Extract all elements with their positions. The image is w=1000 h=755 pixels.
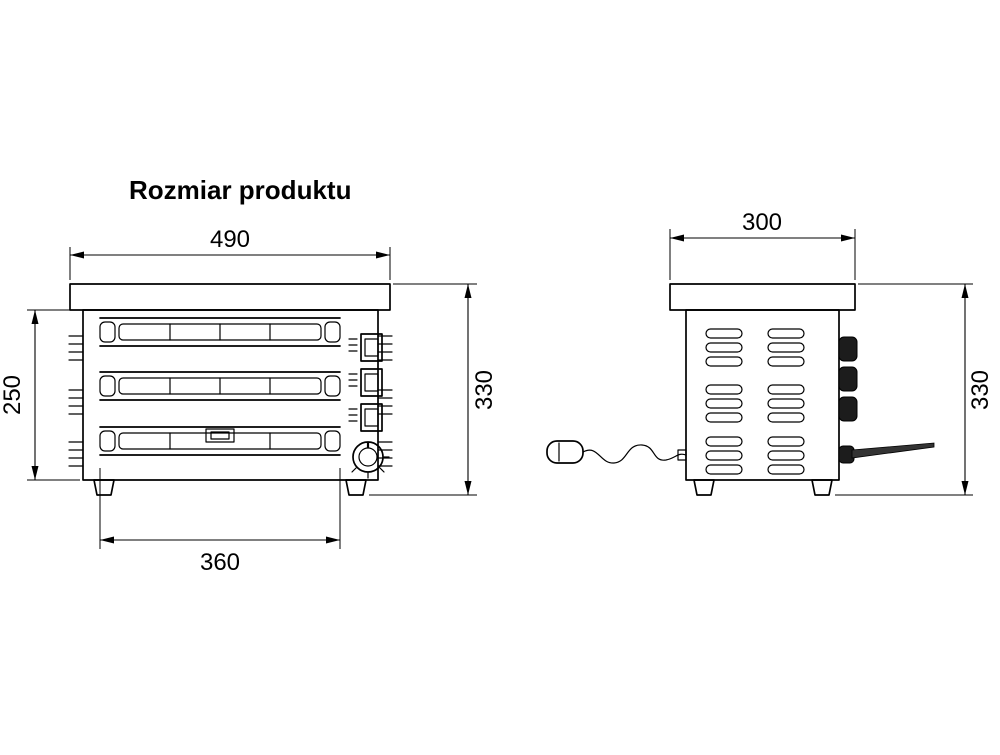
dimension-slot-width-360: 360 [99,468,341,576]
rocker-switch-2 [348,368,383,397]
side-view [546,283,935,496]
front-view [68,283,393,496]
side-top-panel [669,283,856,311]
dimension-depth-300: 300 [669,209,856,280]
front-body-height-label: 250 [0,375,26,415]
front-right-vent-ticks [377,335,393,467]
ventilation-louvers [705,328,805,475]
page-title: Rozmiar produktu [129,175,351,205]
front-width-label: 490 [210,226,250,253]
front-feet [93,479,367,496]
front-body [82,309,379,481]
toast-slot-bottom [99,426,341,456]
front-total-height-label: 330 [471,370,498,410]
rocker-switch-1 [348,333,383,362]
side-feet [693,479,833,496]
side-body [685,309,840,481]
dimension-width-490: 490 [69,226,391,280]
timer-knob [351,441,390,479]
dimension-total-height-330-front: 330 [369,283,498,496]
dimension-body-height-250: 250 [0,309,80,481]
toast-slot-middle [99,371,341,401]
side-depth-label: 300 [742,209,782,236]
power-cord [582,444,687,464]
tray-handle [205,428,235,443]
handle-rod [838,442,935,464]
power-plug-icon [546,440,687,464]
front-left-vent-ticks [68,335,84,467]
front-slot-width-label: 360 [200,549,240,576]
toast-slot-top [99,317,341,347]
side-total-height-label: 330 [967,370,994,410]
front-top-panel [69,283,391,311]
side-knobs [838,336,858,422]
rocker-switch-3 [348,403,383,432]
dimension-total-height-330-side: 330 [835,283,994,496]
